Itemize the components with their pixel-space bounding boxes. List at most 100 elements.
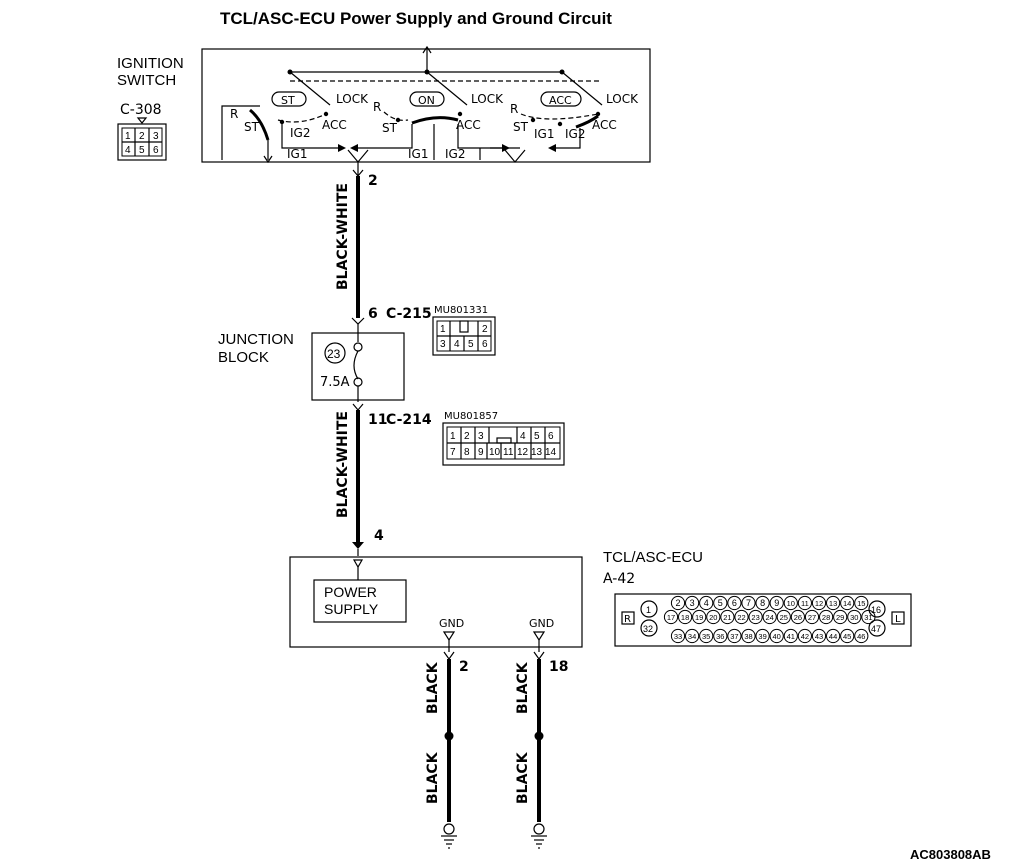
c214-pin-11: 11: [503, 447, 514, 458]
acc-label-1: ACC: [322, 118, 347, 132]
a42-pin-42: 42: [801, 632, 809, 641]
c214-pin-8: 8: [464, 447, 470, 458]
a42-pin-circle: [783, 595, 798, 611]
a42-pin-circle: [755, 628, 770, 644]
a42-pin-circle: [811, 595, 827, 611]
ground-wire-b: 18 BLACK BLACK: [515, 640, 568, 849]
a42-pin-21: 21: [723, 613, 731, 622]
a42-pin-7: 7: [746, 598, 751, 608]
a42-pin-circle: [776, 609, 791, 625]
c214-connector-icon: MU801857 1 2 3 4 5 6 7 8 9 10 11 12 13 1…: [442, 411, 565, 466]
a42-pin-4: 4: [704, 598, 709, 608]
a42-pin-circle: [734, 609, 749, 625]
a42-pin-22: 22: [737, 613, 745, 622]
c215-pin-6: 6: [482, 339, 488, 350]
a42-pin-circle: [797, 595, 813, 611]
ecu-name: TCL/ASC-ECU: [603, 549, 703, 566]
a42-pin-circle: [769, 628, 784, 644]
a42-pin-15: 15: [857, 599, 865, 608]
a42-pin-46: 46: [857, 632, 865, 641]
a42-pin-30: 30: [850, 613, 858, 622]
a42-pin-circle: [713, 628, 728, 644]
st-label-2: ST: [382, 121, 398, 135]
a42-pin-circle: [819, 609, 834, 625]
pin-gnd-b: 18: [549, 659, 568, 675]
ig1-label-3: IG1: [534, 127, 554, 141]
c214-part-number: MU801857: [444, 411, 498, 422]
a42-pin-circle: [727, 628, 742, 644]
a42-pin-43: 43: [815, 632, 823, 641]
a42-pin-8: 8: [760, 598, 765, 608]
figure-id: AC803808AB: [910, 847, 991, 862]
lock-label-1: LOCK: [336, 92, 369, 106]
wire-color-gnd-b-lower: BLACK: [515, 751, 531, 804]
a42-pin-29: 29: [836, 613, 844, 622]
c308-pin-3: 3: [153, 131, 159, 142]
a42-pin-circle: [699, 628, 714, 644]
a42-pin-circle: [727, 595, 742, 611]
a42-pin-1: 1: [646, 605, 651, 615]
c214-pin-12: 12: [517, 447, 529, 458]
a42-pin-24: 24: [766, 613, 774, 622]
a42-pin-44: 44: [829, 632, 837, 641]
a42-pin-19: 19: [695, 613, 703, 622]
a42-pin-31: 31: [864, 613, 872, 622]
c215-part-number: MU801331: [434, 305, 488, 316]
a42-pin-3: 3: [690, 598, 695, 608]
ignition-switch-label-2: SWITCH: [117, 72, 176, 89]
wire-color-gnd-b-upper: BLACK: [515, 661, 531, 714]
c308-pin-1: 1: [125, 131, 131, 142]
a42-pin-10: 10: [787, 599, 795, 608]
fuse-rating: 7.5A: [320, 375, 350, 390]
a42-pin-13: 13: [829, 599, 837, 608]
c214-pin-6: 6: [548, 431, 554, 442]
a42-pin-circle: [847, 609, 862, 625]
acc-label-2: ACC: [456, 118, 481, 132]
wire-color-lower: BLACK-WHITE: [335, 411, 351, 518]
ig1-label-1: IG1: [287, 147, 307, 161]
r-label-1: R: [230, 107, 238, 121]
c214-pin-9: 9: [478, 447, 484, 458]
a42-pin-circle: [769, 595, 784, 611]
c215-pin-3: 3: [440, 339, 446, 350]
pos-acc-pill: ACC: [549, 94, 572, 107]
ignition-switch: IGNITION SWITCH C-308 1 2 3 4 5 6: [117, 45, 651, 164]
ground-symbol-a-icon: [441, 823, 457, 849]
a42-pin-circle: [854, 628, 869, 644]
pin-ecu-in: 4: [374, 528, 384, 544]
a42-pin-circle: [826, 595, 841, 611]
wire-color-gnd-a-lower: BLACK: [425, 751, 441, 804]
c308-connector-icon: 1 2 3 4 5 6: [117, 117, 167, 161]
a42-pin-17: 17: [667, 613, 675, 622]
a42-pin-circle: [663, 609, 679, 625]
c215-pin-4: 4: [454, 339, 460, 350]
a42-pin-33: 33: [674, 632, 682, 641]
a42-pin-45: 45: [843, 632, 851, 641]
a42-pin-5: 5: [718, 598, 723, 608]
c215-pin-2: 2: [482, 324, 488, 335]
a42-pin-23: 23: [751, 613, 759, 622]
ecu-box: [289, 556, 583, 648]
a42-pin-20: 20: [709, 613, 717, 622]
wire-color-gnd-a-upper: BLACK: [425, 661, 441, 714]
a42-pin-circle: [861, 609, 876, 625]
a42-pin-circle: [713, 595, 728, 611]
a42-pin-18: 18: [681, 613, 689, 622]
ground-wire-a: 2 BLACK BLACK: [425, 640, 469, 849]
power-supply-label-2: SUPPLY: [324, 601, 379, 617]
a42-pin-circle: [833, 609, 848, 625]
fuse-number: 23: [327, 347, 341, 361]
a42-pin-circle: [840, 628, 855, 644]
c214-pin-4: 4: [520, 431, 526, 442]
c214-pin-7: 7: [450, 447, 456, 458]
gnd-label-a: GND: [439, 617, 464, 630]
c308-pin-5: 5: [139, 145, 145, 156]
a42-pin-41: 41: [787, 632, 795, 641]
a42-side-r: R: [624, 614, 631, 625]
ground-symbol-b-icon: [531, 823, 547, 849]
a42-pin-47: 47: [871, 624, 881, 634]
power-supply-block: [313, 579, 407, 623]
